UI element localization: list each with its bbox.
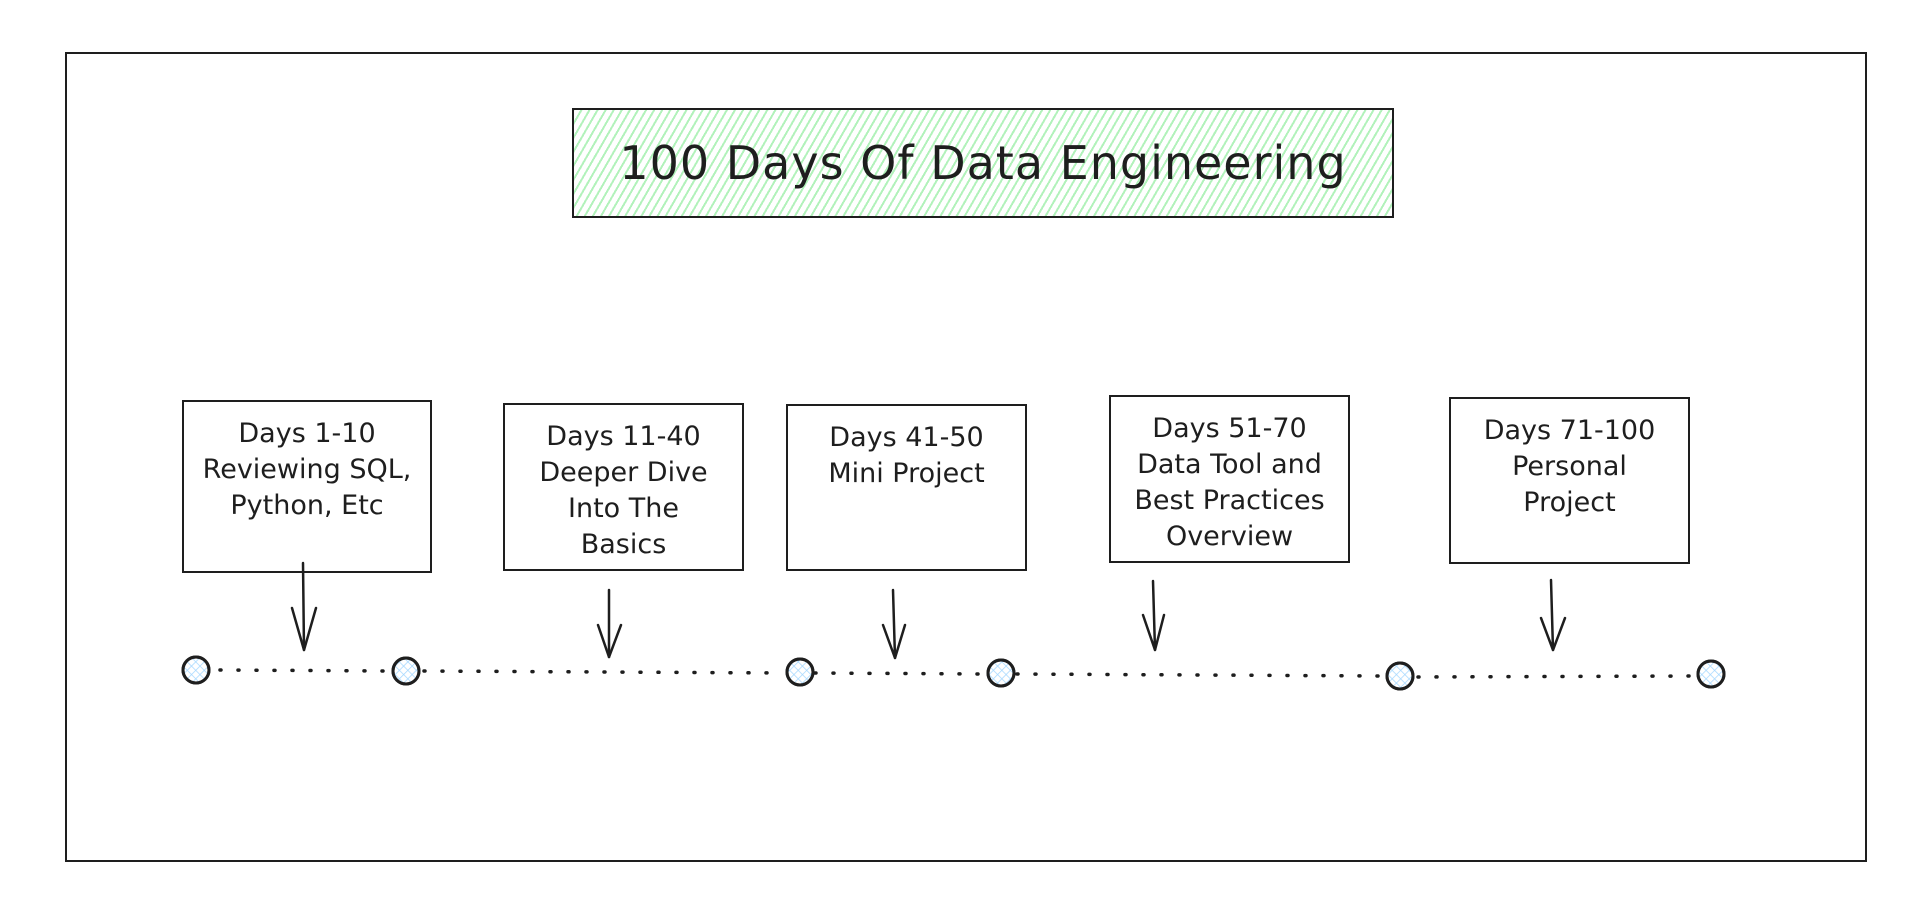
phase-desc-line: Overview <box>1165 521 1294 552</box>
phase-range: Days 71-100 <box>1483 415 1656 446</box>
phase-card-days-1-10: Days 1-10 Reviewing SQL, Python, Etc <box>182 400 432 573</box>
phase-desc-line: Mini Project <box>828 458 985 489</box>
phase-desc-line: Python, Etc <box>230 490 384 521</box>
phase-desc-line: Best Practices <box>1134 485 1325 516</box>
diagram-title: 100 Days Of Data Engineering <box>619 136 1347 190</box>
phase-card-days-11-40: Days 11-40 Deeper Dive Into The Basics <box>503 403 744 571</box>
phase-card-days-51-70: Days 51-70 Data Tool and Best Practices … <box>1109 395 1350 563</box>
diagram-frame <box>65 52 1867 862</box>
phase-range: Days 51-70 <box>1152 413 1307 444</box>
phase-card-days-71-100: Days 71-100 Personal Project <box>1449 397 1690 564</box>
phase-desc-line: Data Tool and <box>1137 449 1322 480</box>
phase-desc-line: Project <box>1523 487 1616 518</box>
phase-desc-line: Reviewing SQL, <box>202 454 412 485</box>
title-box: 100 Days Of Data Engineering <box>572 108 1394 218</box>
phase-range: Days 41-50 <box>829 422 984 453</box>
phase-desc-line: Into The <box>568 493 679 524</box>
phase-desc-line: Personal <box>1512 451 1627 482</box>
phase-desc-line: Deeper Dive <box>539 457 708 488</box>
phase-card-days-41-50: Days 41-50 Mini Project <box>786 404 1027 571</box>
phase-range: Days 1-10 <box>238 418 376 449</box>
phase-range: Days 11-40 <box>546 421 701 452</box>
phase-desc-line: Basics <box>580 529 667 560</box>
